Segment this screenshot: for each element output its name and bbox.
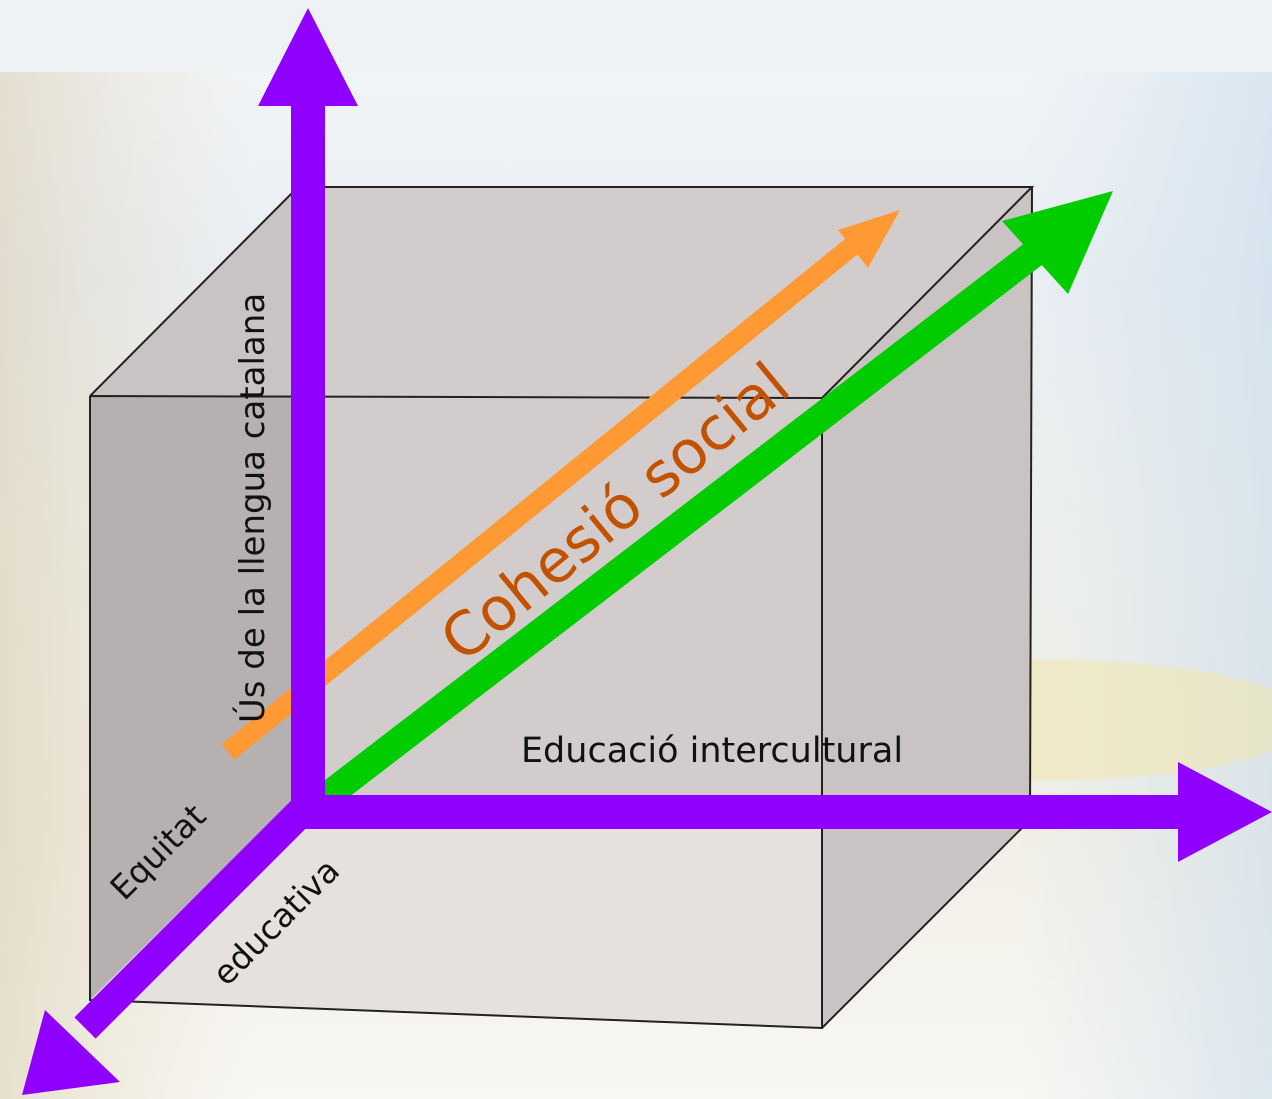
vertical-axis-label: Ús de la llengua catalana bbox=[232, 293, 273, 723]
green-diagonal-arrow bbox=[313, 191, 1113, 812]
vertical-axis-arrowhead bbox=[258, 8, 358, 106]
orange-arrow-head bbox=[838, 210, 900, 268]
cube-bottom-face bbox=[90, 795, 1030, 1028]
horizontal-axis-arrowhead bbox=[1178, 762, 1272, 862]
green-arrow-head bbox=[1002, 191, 1113, 294]
axes bbox=[22, 8, 1272, 1095]
depth-axis-shaft bbox=[74, 794, 319, 1039]
depth-axis-arrowhead bbox=[22, 1010, 120, 1095]
green-arrow-shaft bbox=[313, 233, 1054, 812]
cube-edges bbox=[89, 186, 1035, 1030]
orange-arrow-shaft bbox=[221, 230, 869, 760]
background-header-band bbox=[0, 0, 1272, 72]
cube-edge-top-back bbox=[89, 186, 1035, 399]
horizontal-axis-label: Educació intercultural bbox=[521, 731, 903, 771]
cube-edge-right-back bbox=[1029, 186, 1033, 821]
cube-edge-bottom-right bbox=[821, 819, 1031, 1029]
orange-diagonal-arrow bbox=[221, 210, 900, 760]
